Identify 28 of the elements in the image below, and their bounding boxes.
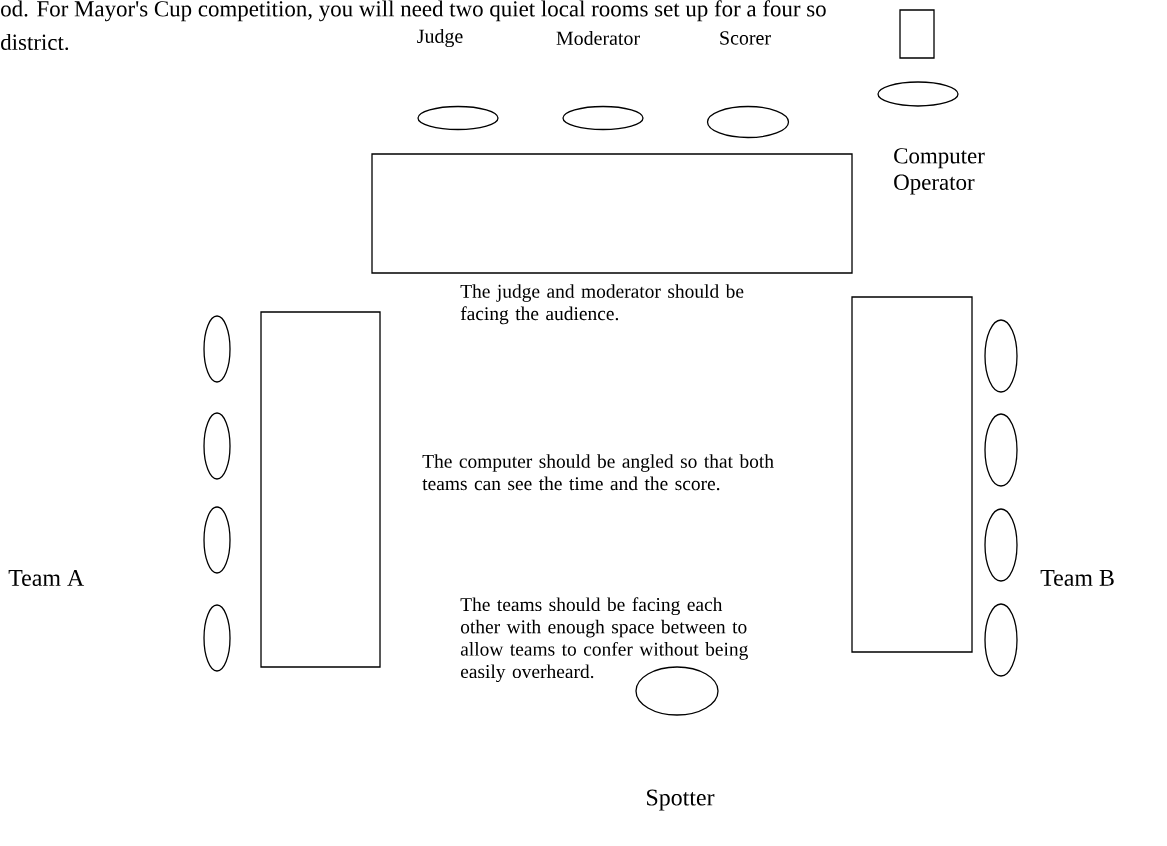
chair bbox=[877, 81, 959, 107]
role-label: Moderator bbox=[556, 31, 640, 45]
heading-text: od. For Mayor's Cup competition, you will need two quiet local rooms set up for a four so bbox=[1, 0, 826, 22]
note-text: The computer should be angled so that both teams can see the time and the score. bbox=[422, 454, 774, 491]
chair bbox=[417, 105, 499, 131]
role-label: Judge bbox=[417, 28, 463, 48]
table bbox=[851, 296, 973, 653]
chair bbox=[706, 105, 790, 139]
team-label: Team B bbox=[1040, 570, 1114, 586]
role-label: Spotter bbox=[647, 789, 715, 811]
heading-text: district. bbox=[1, 33, 69, 51]
role-label: Scorer bbox=[720, 31, 771, 45]
chair bbox=[984, 603, 1018, 677]
computer-box bbox=[899, 9, 935, 59]
chair bbox=[984, 319, 1018, 393]
chair bbox=[984, 413, 1018, 487]
chair bbox=[562, 105, 644, 131]
chair bbox=[203, 506, 231, 574]
chair bbox=[203, 412, 231, 480]
team-label: Team A bbox=[8, 570, 85, 586]
table bbox=[371, 153, 853, 274]
role-label: Computer Operator bbox=[894, 148, 985, 195]
chair bbox=[635, 666, 719, 716]
table bbox=[260, 311, 381, 668]
chair bbox=[984, 508, 1018, 582]
note-text: The teams should be facing each other with enough space between to allow teams to confer without being easily overheard. bbox=[460, 597, 748, 683]
chair bbox=[203, 315, 231, 383]
chair bbox=[203, 604, 231, 672]
